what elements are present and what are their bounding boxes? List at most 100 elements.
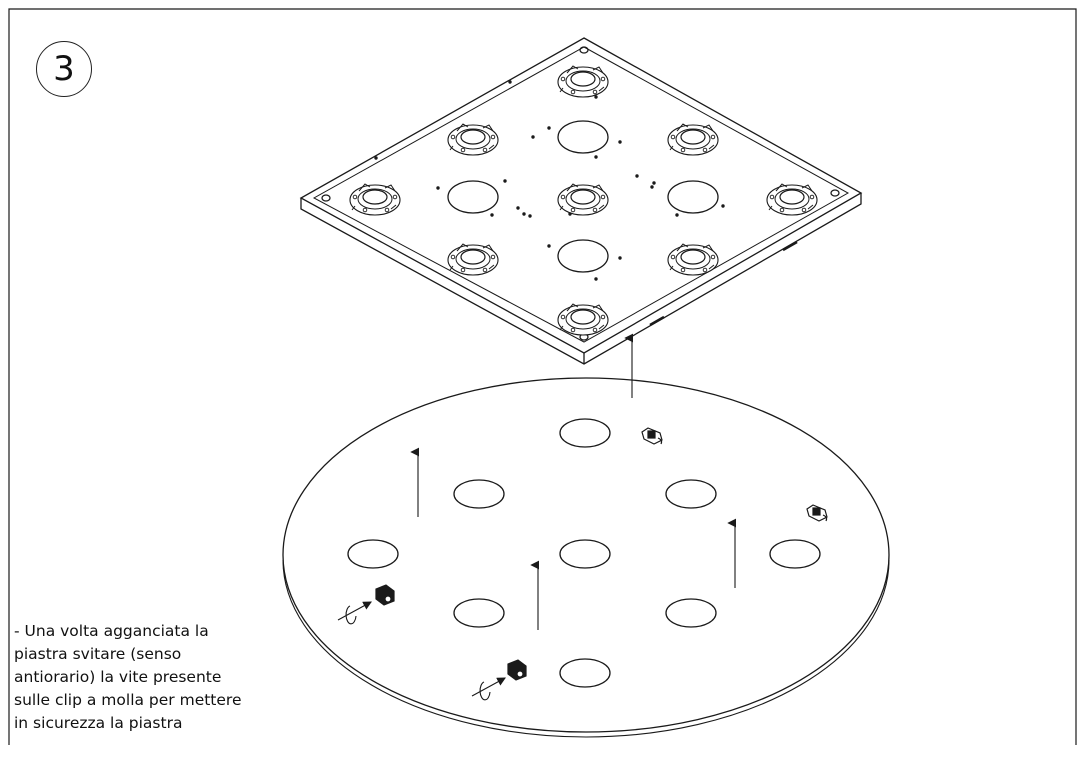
led-holder-ring — [774, 188, 810, 210]
screw-dot — [650, 185, 654, 189]
led-holder-tabs — [559, 65, 605, 93]
led-holder — [557, 183, 609, 216]
disc-hole — [453, 479, 505, 509]
led-holder-tabs — [449, 243, 495, 271]
led-holder-screw — [702, 267, 708, 273]
led-holder-lens — [362, 189, 388, 205]
led-holder — [667, 243, 719, 276]
led-holder-lens — [570, 309, 596, 325]
led-holder-screw — [450, 254, 456, 260]
unscrew-arrow-bottom — [471, 677, 506, 701]
screw-dot — [568, 212, 572, 216]
led-holder-screw — [710, 134, 716, 140]
square-plate — [299, 37, 863, 365]
led-holder-screw — [392, 194, 398, 200]
disc-hole — [559, 658, 611, 688]
plate-hole — [557, 120, 609, 154]
instruction-line: sulle clip a molla per mettere — [14, 691, 242, 709]
led-holder-ring — [675, 248, 711, 270]
led-holder-screw — [490, 254, 496, 260]
led-holder-screw — [801, 207, 807, 213]
step-number: 3 — [53, 49, 75, 89]
led-holder-screw — [680, 267, 686, 273]
led-holder-screw — [680, 147, 686, 153]
led-holder-lens — [570, 71, 596, 87]
plate-hole — [447, 180, 499, 214]
led-holder-screw — [592, 327, 598, 333]
led-holder — [349, 183, 401, 216]
led-holder-tabs — [351, 183, 397, 211]
screw-dot — [594, 155, 598, 159]
led-holder-ring — [675, 128, 711, 150]
led-holder-lens — [680, 249, 706, 265]
led-holder-ring — [455, 248, 491, 270]
disc-hole — [347, 539, 399, 569]
led-holder-ring — [565, 70, 601, 92]
screw-dot — [436, 186, 440, 190]
plate-holes — [447, 120, 719, 273]
spring-clip-bottom — [507, 659, 527, 681]
round-disc-thickness — [282, 559, 890, 738]
led-holder-screw — [482, 147, 488, 153]
plate-screw-dots — [374, 80, 725, 281]
spring-clip-right — [806, 504, 828, 522]
step-number-circle: 3 — [36, 41, 92, 97]
led-holder-ring — [357, 188, 393, 210]
led-holder-screw — [600, 76, 606, 82]
led-holder-screw — [570, 207, 576, 213]
led-holder-screw — [560, 314, 566, 320]
led-holder-ring — [565, 188, 601, 210]
led-holder-tabs — [559, 183, 605, 211]
led-holder-tabs — [669, 243, 715, 271]
instruction-line: piastra svitare (senso — [14, 645, 182, 663]
screw-dot — [522, 212, 526, 216]
led-holder-screw — [600, 194, 606, 200]
led-holder — [557, 65, 609, 98]
led-holder-screw — [490, 134, 496, 140]
led-holder-screw — [560, 76, 566, 82]
led-holder-ring — [565, 308, 601, 330]
round-disc — [282, 377, 890, 733]
plate-hole — [557, 239, 609, 273]
screw-dot — [675, 213, 679, 217]
led-holders — [349, 65, 818, 336]
screw-dot — [374, 156, 378, 160]
led-holder-tabs — [768, 183, 814, 211]
led-holder — [447, 243, 499, 276]
spring-clip-top — [641, 427, 663, 445]
led-holder-screw — [570, 89, 576, 95]
screw-dot — [516, 206, 520, 210]
screw-dot — [528, 214, 532, 218]
led-holder-lens — [460, 129, 486, 145]
led-holder-screw — [592, 207, 598, 213]
unscrew-arrow-left — [337, 601, 372, 625]
screw-dot — [618, 140, 622, 144]
led-holder — [667, 123, 719, 156]
led-holder-tabs — [669, 123, 715, 151]
led-holder-screw — [362, 207, 368, 213]
led-holder-screw — [560, 194, 566, 200]
screw-dot — [503, 179, 507, 183]
disc-hole — [559, 418, 611, 448]
screw-dot — [635, 174, 639, 178]
led-holder-tabs — [559, 303, 605, 331]
page-border — [8, 8, 1077, 745]
led-holder-screw — [769, 194, 775, 200]
led-holder-tabs — [449, 123, 495, 151]
led-holder-screw — [592, 89, 598, 95]
screw-dot — [490, 213, 494, 217]
led-holder-screw — [482, 267, 488, 273]
disc-hole — [453, 598, 505, 628]
led-holder — [447, 123, 499, 156]
screw-dot — [547, 244, 551, 248]
led-holder-lens — [680, 129, 706, 145]
screw-dot — [652, 181, 656, 185]
led-holder-screw — [779, 207, 785, 213]
led-holder-screw — [670, 134, 676, 140]
screw-dot — [547, 126, 551, 130]
led-holder-screw — [352, 194, 358, 200]
disc-hole — [665, 479, 717, 509]
instruction-line: in sicurezza la piastra — [14, 714, 183, 732]
screw-dot — [618, 256, 622, 260]
